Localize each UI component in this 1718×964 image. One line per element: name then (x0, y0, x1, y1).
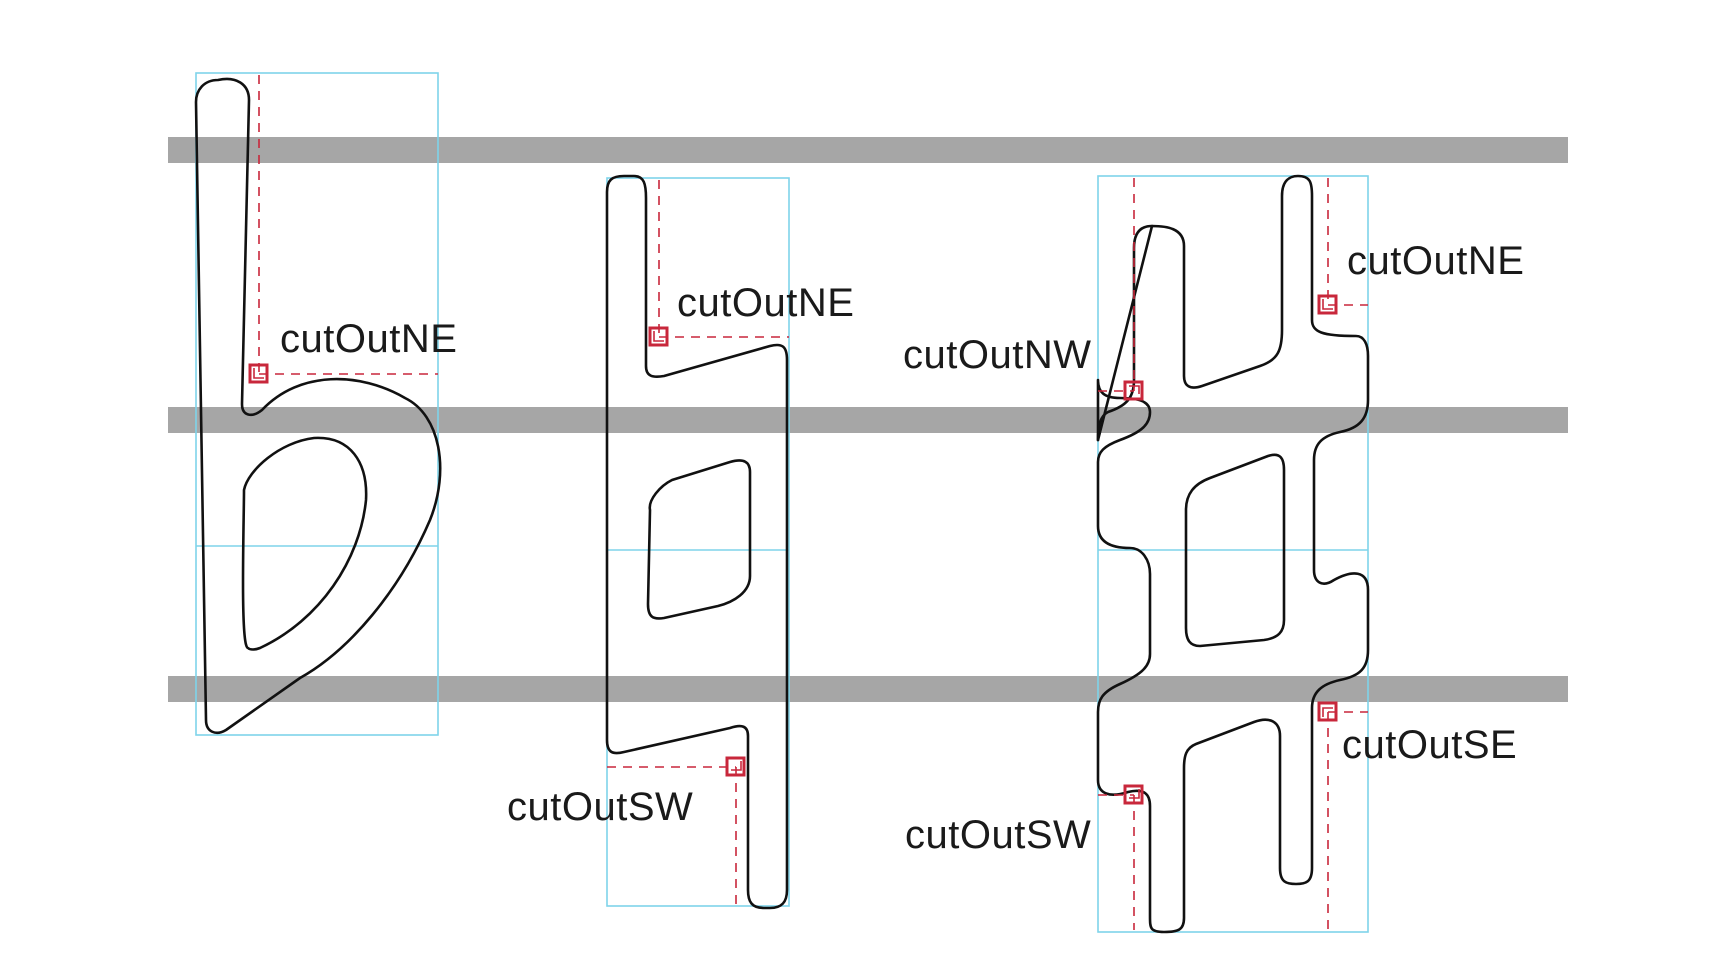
glyph-b-counter (241, 436, 368, 651)
glyph-flat-label-ne: cutOutNE (677, 281, 854, 325)
glyph-sharp-outline (1096, 174, 1370, 934)
glyph-sharp-nw-cutout-tick (1129, 385, 1140, 394)
ascender-band (168, 137, 1568, 163)
glyph-sharp-ne-cutout-marker (1317, 294, 1338, 315)
glyph-flat-ne-cutout-marker (648, 326, 669, 347)
x-height-band (168, 407, 1568, 433)
glyph-flat: cutOutNE cutOutSW (507, 174, 854, 910)
glyph-sharp-se-cutout-tick (1322, 707, 1333, 717)
glyph-sharp-nw-cutout-marker (1123, 380, 1144, 401)
glyph-sharp-ne-cutout-tick (1322, 299, 1333, 310)
glyph-b: cutOutNE (194, 72, 457, 736)
glyph-flat-counter (646, 459, 752, 620)
glyph-sharp-sw-cutout-marker (1123, 784, 1144, 805)
glyph-sharp-se-cutout-marker (1317, 701, 1338, 722)
glyph-b-outline (194, 77, 442, 734)
glyph-sharp-label-nw: cutOutNW (903, 333, 1091, 377)
glyph-flat-label-sw: cutOutSW (507, 785, 693, 829)
glyph-b-bbox (195, 72, 439, 736)
glyph-sharp-label-se: cutOutSE (1342, 723, 1517, 767)
glyph-sharp-label-sw: cutOutSW (905, 813, 1091, 857)
glyph-flat-outline (605, 174, 789, 910)
glyph-sharp: cutOutNE cutOutNW cutOutSE cutOutSW (903, 174, 1524, 934)
glyph-flat-sw-cutout-tick (731, 761, 742, 771)
glyph-sharp-sw-cutout-tick (1129, 789, 1140, 799)
glyph-sharp-counter (1184, 453, 1286, 648)
baseline-band (168, 676, 1568, 702)
glyph-b-ne-cutout-tick (253, 368, 264, 379)
glyph-sharp-bbox (1097, 175, 1369, 933)
glyph-flat-sw-cutout-marker (725, 756, 746, 777)
glyph-flat-ne-cutout-tick (653, 331, 664, 342)
glyph-b-ne-cutout-marker (248, 363, 269, 384)
glyph-sharp-label-ne: cutOutNE (1347, 239, 1524, 283)
glyph-b-label-ne: cutOutNE (280, 317, 457, 361)
